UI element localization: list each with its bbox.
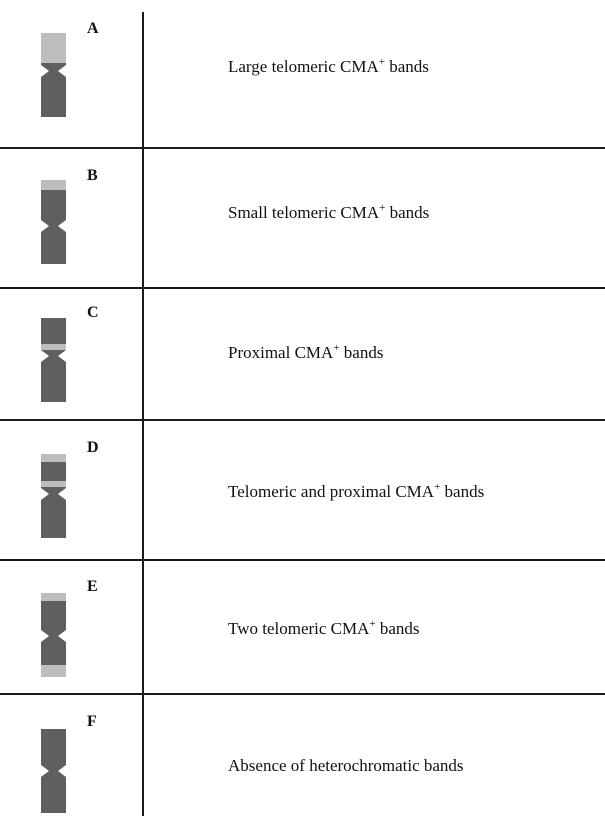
row-label: Absence of heterochromatic bands <box>228 756 464 775</box>
row-divider <box>0 559 605 561</box>
row-f: F Absence of heterochromatic bands <box>0 693 605 816</box>
row-e: E Two telomeric CMA+ bands <box>0 559 605 693</box>
row-divider <box>0 693 605 695</box>
row-label: Proximal CMA+ bands <box>228 342 384 363</box>
row-letter: B <box>87 167 98 184</box>
chromosome-ideogram-c <box>41 318 66 402</box>
row-letter: F <box>87 713 97 730</box>
row-label: Small telomeric CMA+ bands <box>228 202 430 223</box>
row-letter: C <box>87 304 99 321</box>
chromosome-ideogram-e <box>41 593 66 677</box>
row-divider <box>0 419 605 421</box>
row-letter: E <box>87 578 98 595</box>
row-divider <box>0 147 605 149</box>
row-letter: A <box>87 20 99 37</box>
chromosome-ideogram-d <box>41 454 66 538</box>
row-b: B Small telomeric CMA+ bands <box>0 147 605 287</box>
row-label: Two telomeric CMA+ bands <box>228 618 420 639</box>
column-divider <box>142 12 144 816</box>
chromosome-ideogram-f <box>41 729 66 813</box>
row-letter: D <box>87 439 99 456</box>
chromosome-ideogram-b <box>41 180 66 264</box>
row-c: C Proximal CMA+ bands <box>0 287 605 419</box>
row-d: D Telomeric and proximal CMA+ bands <box>0 419 605 559</box>
row-a: A Large telomeric CMA+ bands <box>0 0 605 147</box>
chromosome-ideogram-a <box>41 33 66 117</box>
row-label: Telomeric and proximal CMA+ bands <box>228 481 485 502</box>
row-label: Large telomeric CMA+ bands <box>228 56 429 77</box>
row-divider <box>0 287 605 289</box>
